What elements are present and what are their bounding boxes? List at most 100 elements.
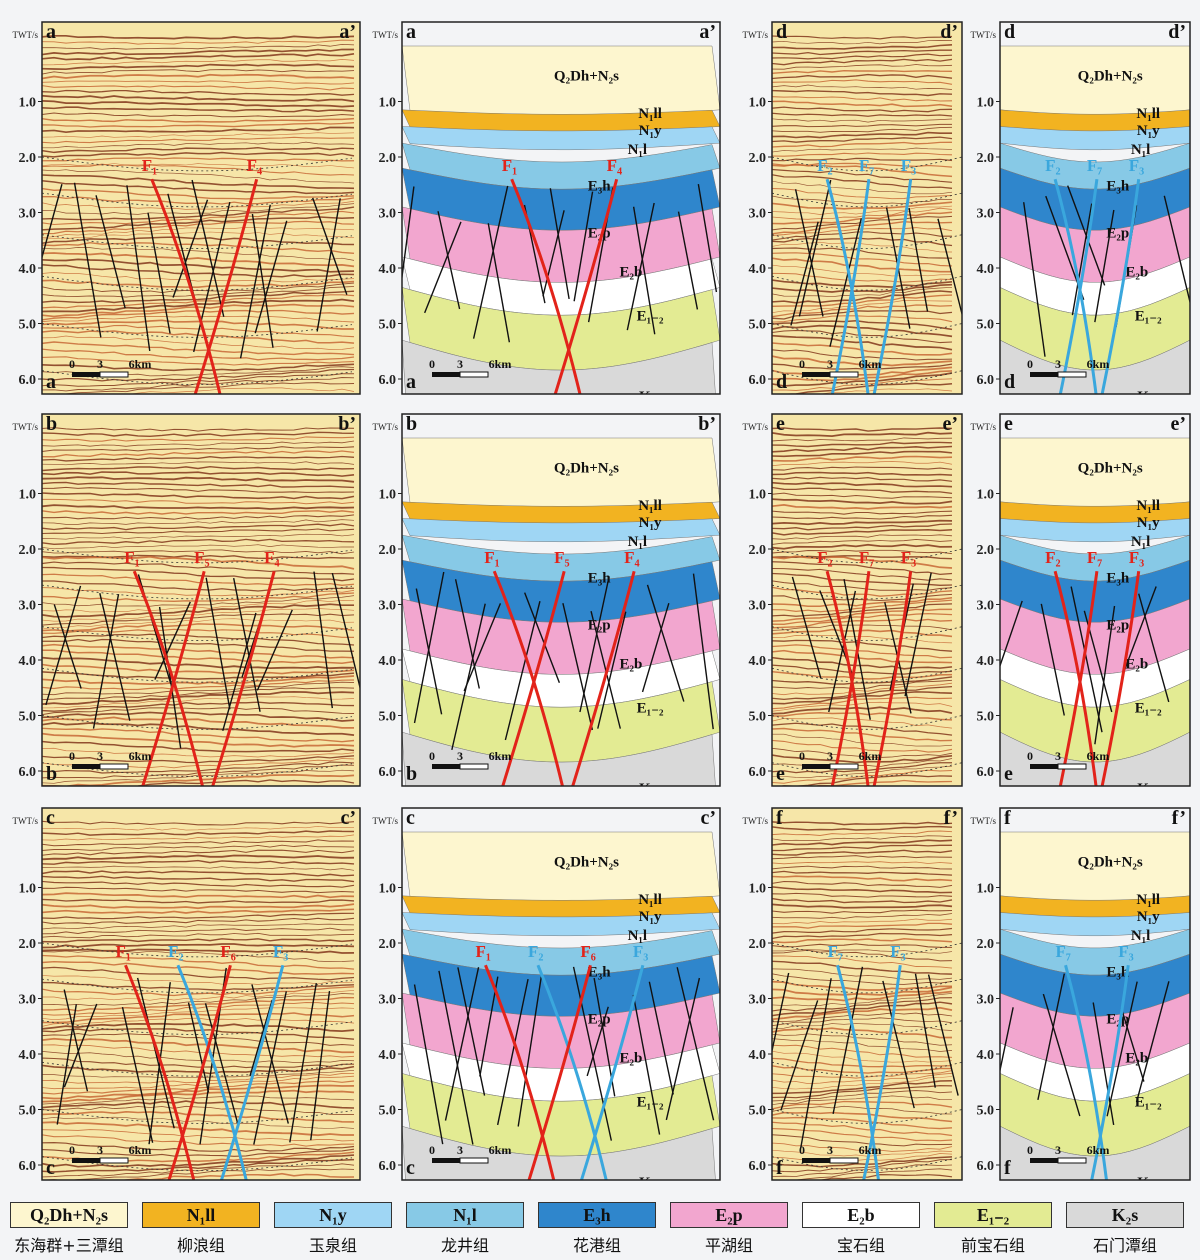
axis-tick: 1.0 [379,488,397,503]
minor-fault [579,576,610,713]
axis-tick: 3.0 [19,599,37,614]
reflector [772,949,953,962]
layer-label: N₁ll [638,498,662,514]
reflector [100,1172,355,1180]
minor-fault [572,966,613,1141]
reflector [772,372,953,387]
horizon-dotted [42,762,353,777]
reflector [42,1168,355,1180]
reflector [42,294,355,309]
reflector [772,466,953,471]
legend-label: 柳浪组 [176,1236,225,1255]
major-fault [211,570,276,786]
axis-tick: 4.0 [379,1048,397,1063]
reflector [772,1001,953,1017]
axis-tick: 5.0 [749,710,767,725]
reflector [772,1084,953,1099]
minor-fault [487,223,511,343]
scale-label: 0 [69,749,75,763]
scale-label: 3 [827,749,833,763]
reflector [772,990,953,1002]
axis-tick: 3.0 [977,207,995,222]
scale-bar-white [459,371,489,378]
layer-label: E₁₋₂ [1135,309,1162,325]
layer-label: N₁l [1131,928,1151,944]
line-label-start: a [46,21,56,43]
minor-fault [463,603,502,692]
axis-tick: 5.0 [749,318,767,333]
reflector [42,633,355,646]
minor-fault [586,1006,609,1077]
legend-label: 平湖组 [704,1236,753,1255]
minor-fault [413,571,445,724]
reflector [772,897,953,904]
minor-fault [402,186,415,283]
reflector [42,1033,355,1046]
reflector [42,44,355,50]
reflector [42,163,355,176]
fault-label: F₄ [247,156,262,175]
reflector [772,168,953,183]
major-fault [176,964,248,1180]
reflector [42,707,355,716]
line-label-bottom: f [776,1157,783,1179]
reflector [42,533,355,540]
legend-label: 玉泉组 [308,1236,357,1255]
minor-fault [504,601,541,741]
axis-tick: 4.0 [977,1048,995,1063]
fault-label: F₃ [1129,156,1144,175]
axis-tick: 2.0 [379,937,397,952]
scale-bar-black [802,1158,830,1163]
axis-tick: 5.0 [977,710,995,725]
reflector [42,820,355,826]
reflector [772,676,953,685]
reflector [42,643,355,659]
scale-label: 0 [429,749,435,763]
line-label-bottom: a [46,371,56,393]
axis-tick: 2.0 [977,543,995,558]
reflector [42,701,355,712]
reflector [772,476,953,482]
scale-label: 0 [1027,357,1033,371]
major-fault [527,964,592,1180]
layer-label: Q₂Dh+N₂s [554,854,619,870]
reflector [772,43,953,50]
reflector [42,1069,355,1079]
scale-bar-white [1057,371,1087,378]
reflector [42,486,355,493]
minor-fault [590,611,622,729]
major-fault [1100,571,1141,786]
reflector [42,461,355,466]
reflector [42,638,355,652]
reflector [772,504,953,510]
panel-frame [771,21,963,395]
layer-2 [1000,912,1190,937]
scale-bar-black [72,372,100,377]
reflector [42,854,355,861]
reflector [42,981,355,991]
line-label-bottom: f [1004,1157,1011,1179]
reflector [772,913,953,919]
axis-tick: 4.0 [977,654,995,669]
axis-tick: 2.0 [379,543,397,558]
reflector [42,348,355,361]
reflector [42,566,355,582]
reflector [42,599,355,613]
reflector [42,769,355,784]
minor-fault [53,604,82,689]
reflector [42,169,355,184]
major-fault [830,179,871,394]
major-fault [536,964,608,1180]
axis-tick: 1.0 [749,96,767,111]
minor-fault [542,210,565,297]
legend-label: 石门潭组 [1092,1236,1157,1255]
minor-fault [147,212,171,334]
major-fault [501,570,566,786]
reflector [42,1089,355,1103]
axis-tick: 6.0 [19,373,37,388]
reflector [772,363,953,371]
reflector [42,844,355,851]
reflector [772,523,953,531]
axis-unit: TWT/s [743,422,769,432]
